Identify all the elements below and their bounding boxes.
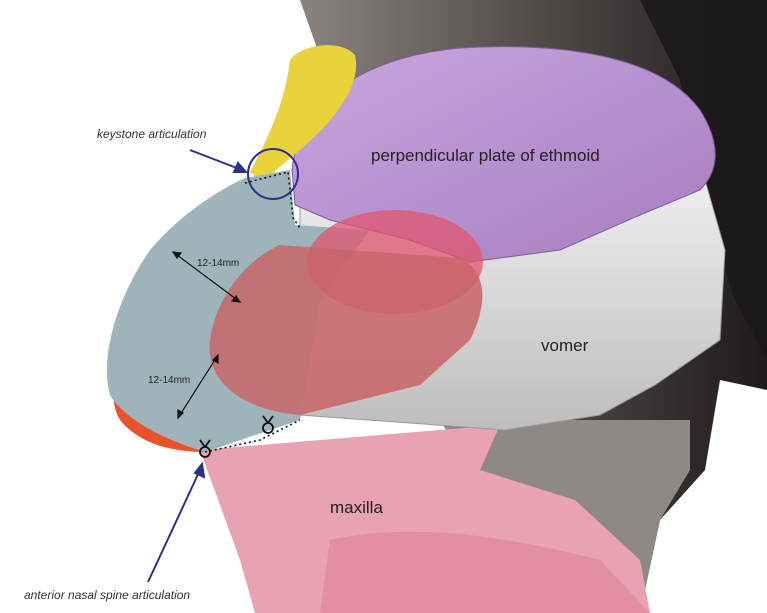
keystone-label: keystone articulation	[97, 127, 206, 141]
keystone-arrow	[190, 150, 246, 172]
measure-lower-label: 12-14mm	[148, 375, 190, 386]
spine-label: anterior nasal spine articulation	[24, 588, 190, 602]
measure-upper-label: 12-14mm	[197, 258, 239, 269]
spine-arrow	[148, 464, 204, 582]
ethmoid-label: perpendicular plate of ethmoid	[371, 146, 600, 166]
maxilla-label: maxilla	[330, 498, 383, 518]
vomer-label: vomer	[541, 336, 588, 356]
